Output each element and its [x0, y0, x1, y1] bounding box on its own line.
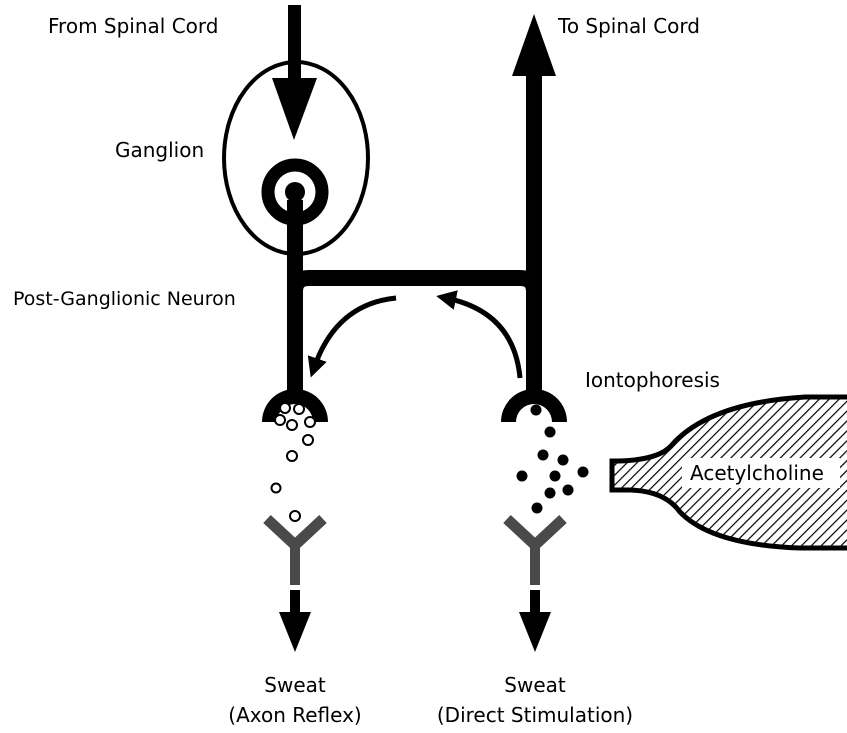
- sweat-arrow-right-head: [519, 612, 551, 652]
- molecule: [531, 405, 542, 416]
- label-to-spinal-cord: To Spinal Cord: [557, 14, 700, 38]
- molecule: [538, 450, 549, 461]
- incoming-arrowhead: [272, 78, 317, 140]
- label-from-spinal-cord: From Spinal Cord: [48, 14, 218, 38]
- label-direct-stimulation: (Direct Stimulation): [437, 703, 633, 727]
- y-receptor-icon: [507, 519, 563, 585]
- label-ganglion: Ganglion: [115, 138, 204, 162]
- vesicle: [294, 404, 304, 414]
- molecule: [545, 488, 556, 499]
- molecule: [517, 471, 528, 482]
- molecule: [558, 455, 569, 466]
- vesicle: [290, 511, 300, 521]
- sweat-arrow-left-head: [279, 612, 311, 652]
- vesicle: [303, 435, 313, 445]
- label-acetylcholine: Acetylcholine: [690, 461, 824, 485]
- ganglion-cell-nucleus: [285, 182, 305, 202]
- molecule: [532, 503, 543, 514]
- vesicle: [275, 415, 285, 425]
- antidromic-arrow: [314, 298, 396, 368]
- molecule: [545, 427, 556, 438]
- label-sweat-left: Sweat: [264, 673, 326, 697]
- label-sweat-right: Sweat: [504, 673, 566, 697]
- y-receptor-icon: [267, 519, 323, 585]
- label-axon-reflex: (Axon Reflex): [228, 703, 361, 727]
- vesicle: [305, 417, 315, 427]
- vesicle: [272, 484, 281, 493]
- label-iontophoresis: Iontophoresis: [585, 368, 720, 392]
- vesicles-open: [272, 403, 316, 521]
- label-post-ganglionic-neuron: Post-Ganglionic Neuron: [13, 288, 236, 310]
- connecting-branch: [295, 278, 534, 300]
- molecule: [578, 467, 589, 478]
- vesicle: [287, 451, 297, 461]
- sensory-fiber-right: [526, 70, 542, 398]
- incoming-fiber: [288, 5, 301, 83]
- vesicle: [280, 403, 290, 413]
- molecule: [563, 485, 574, 496]
- outgoing-arrowhead: [512, 14, 556, 76]
- orthodromic-arrow: [446, 298, 520, 378]
- molecule: [550, 471, 561, 482]
- vesicle: [287, 420, 297, 430]
